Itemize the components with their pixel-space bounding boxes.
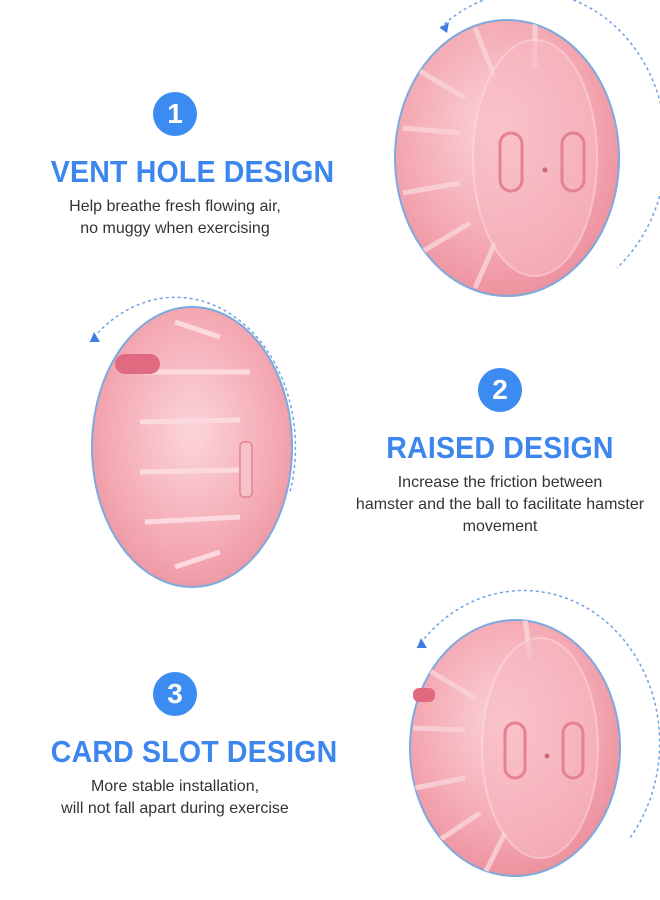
feature-desc-3-line-2: will not fall apart during exercise [61, 800, 289, 817]
feature-desc-2-line-3: movement [462, 518, 538, 535]
feature-raised: 2 RAISED DESIGN Increase the friction be… [340, 368, 660, 538]
number-badge-1: 1 [153, 92, 197, 136]
feature-title-1: VENT HOLE DESIGN [50, 154, 335, 189]
hamster-ball-vent-photo [394, 0, 660, 297]
feature-desc-2-line-1: Increase the friction between [397, 474, 603, 491]
feature-vent-hole: 1 VENT HOLE DESIGN Help breathe fresh fl… [40, 92, 335, 240]
number-badge-3: 3 [153, 672, 197, 716]
number-badge-2: 2 [478, 368, 522, 412]
feature-title-3: CARD SLOT DESIGN [50, 734, 338, 769]
feature-desc-1-line-1: Help breathe fresh flowing air, [69, 198, 281, 215]
hamster-ball-card-slot-photo [409, 589, 660, 877]
feature-title-2: RAISED DESIGN [386, 430, 614, 465]
feature-desc-3-line-1: More stable installation, [90, 778, 260, 795]
hamster-ball-raised-photo [89, 296, 297, 588]
feature-card-slot: 3 CARD SLOT DESIGN More stable installat… [40, 672, 338, 820]
feature-desc-2-line-2: hamster and the ball to facilitate hamst… [355, 496, 645, 513]
feature-desc-1-line-2: no muggy when exercising [80, 220, 270, 237]
